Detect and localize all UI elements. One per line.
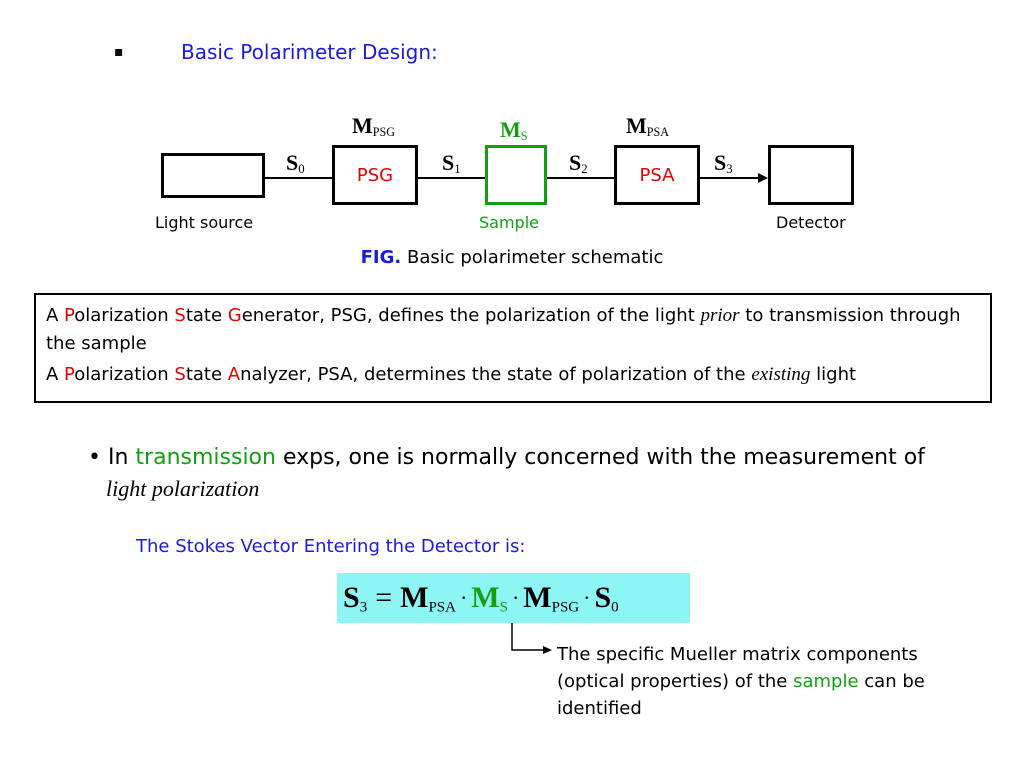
transmission-bullet: • In transmission exps, one is normally …	[88, 445, 925, 501]
heading-bullet: ▪	[114, 44, 124, 60]
s1-label: S1	[442, 150, 461, 177]
sample-label: Sample	[479, 213, 539, 232]
m-psa-label: MPSA	[626, 113, 669, 140]
light-polarization-text: light polarization	[106, 476, 260, 501]
m-s-label: MS	[500, 117, 528, 144]
psa-definition: A Polarization State Analyzer, PSA, dete…	[46, 364, 857, 385]
beam-arrowhead	[758, 173, 768, 183]
sample-box	[485, 145, 547, 205]
psg-box-label: PSG	[356, 164, 394, 186]
psg-definition: A Polarization State Generator, PSG, def…	[46, 305, 961, 354]
fig-caption-text: Basic polarimeter schematic	[401, 247, 664, 268]
detector-label: Detector	[776, 213, 846, 232]
page-title: Basic Polarimeter Design:	[181, 40, 438, 64]
figure-caption: FIG. Basic polarimeter schematic	[0, 247, 1024, 268]
stokes-vector-label: The Stokes Vector Entering the Detector …	[136, 536, 526, 557]
eq-m-psa: MPSA	[400, 581, 456, 616]
psa-box: PSA	[614, 145, 700, 205]
eq-dot-1: ·	[459, 585, 468, 610]
s3-label: S3	[714, 150, 733, 177]
light-source-label: Light source	[155, 213, 254, 232]
m-psg-label: MPSG	[352, 113, 395, 140]
s2-label: S2	[569, 150, 588, 177]
callout-arrowhead	[543, 646, 552, 654]
eq-equals: =	[375, 581, 393, 614]
eq-m-psg: MPSG	[523, 581, 580, 616]
callout-connector	[511, 618, 544, 651]
eq-s3: S3	[343, 581, 368, 616]
psg-box: PSG	[332, 145, 418, 205]
eq-dot-3: ·	[583, 585, 591, 610]
stokes-equation: S3 = MPSA · MS · MPSG · S0	[337, 573, 690, 623]
light-source-box	[161, 153, 265, 198]
definitions-box: A Polarization State Generator, PSG, def…	[34, 293, 992, 403]
psa-box-label: PSA	[639, 164, 675, 186]
s0-label: S0	[286, 150, 305, 177]
detector-box	[768, 145, 854, 205]
mueller-note: The specific Mueller matrix components (…	[557, 644, 925, 719]
eq-m-s: MS	[471, 581, 508, 616]
eq-s0: S0	[594, 581, 619, 616]
eq-dot-2: ·	[511, 585, 520, 610]
fig-prefix: FIG.	[360, 247, 402, 268]
